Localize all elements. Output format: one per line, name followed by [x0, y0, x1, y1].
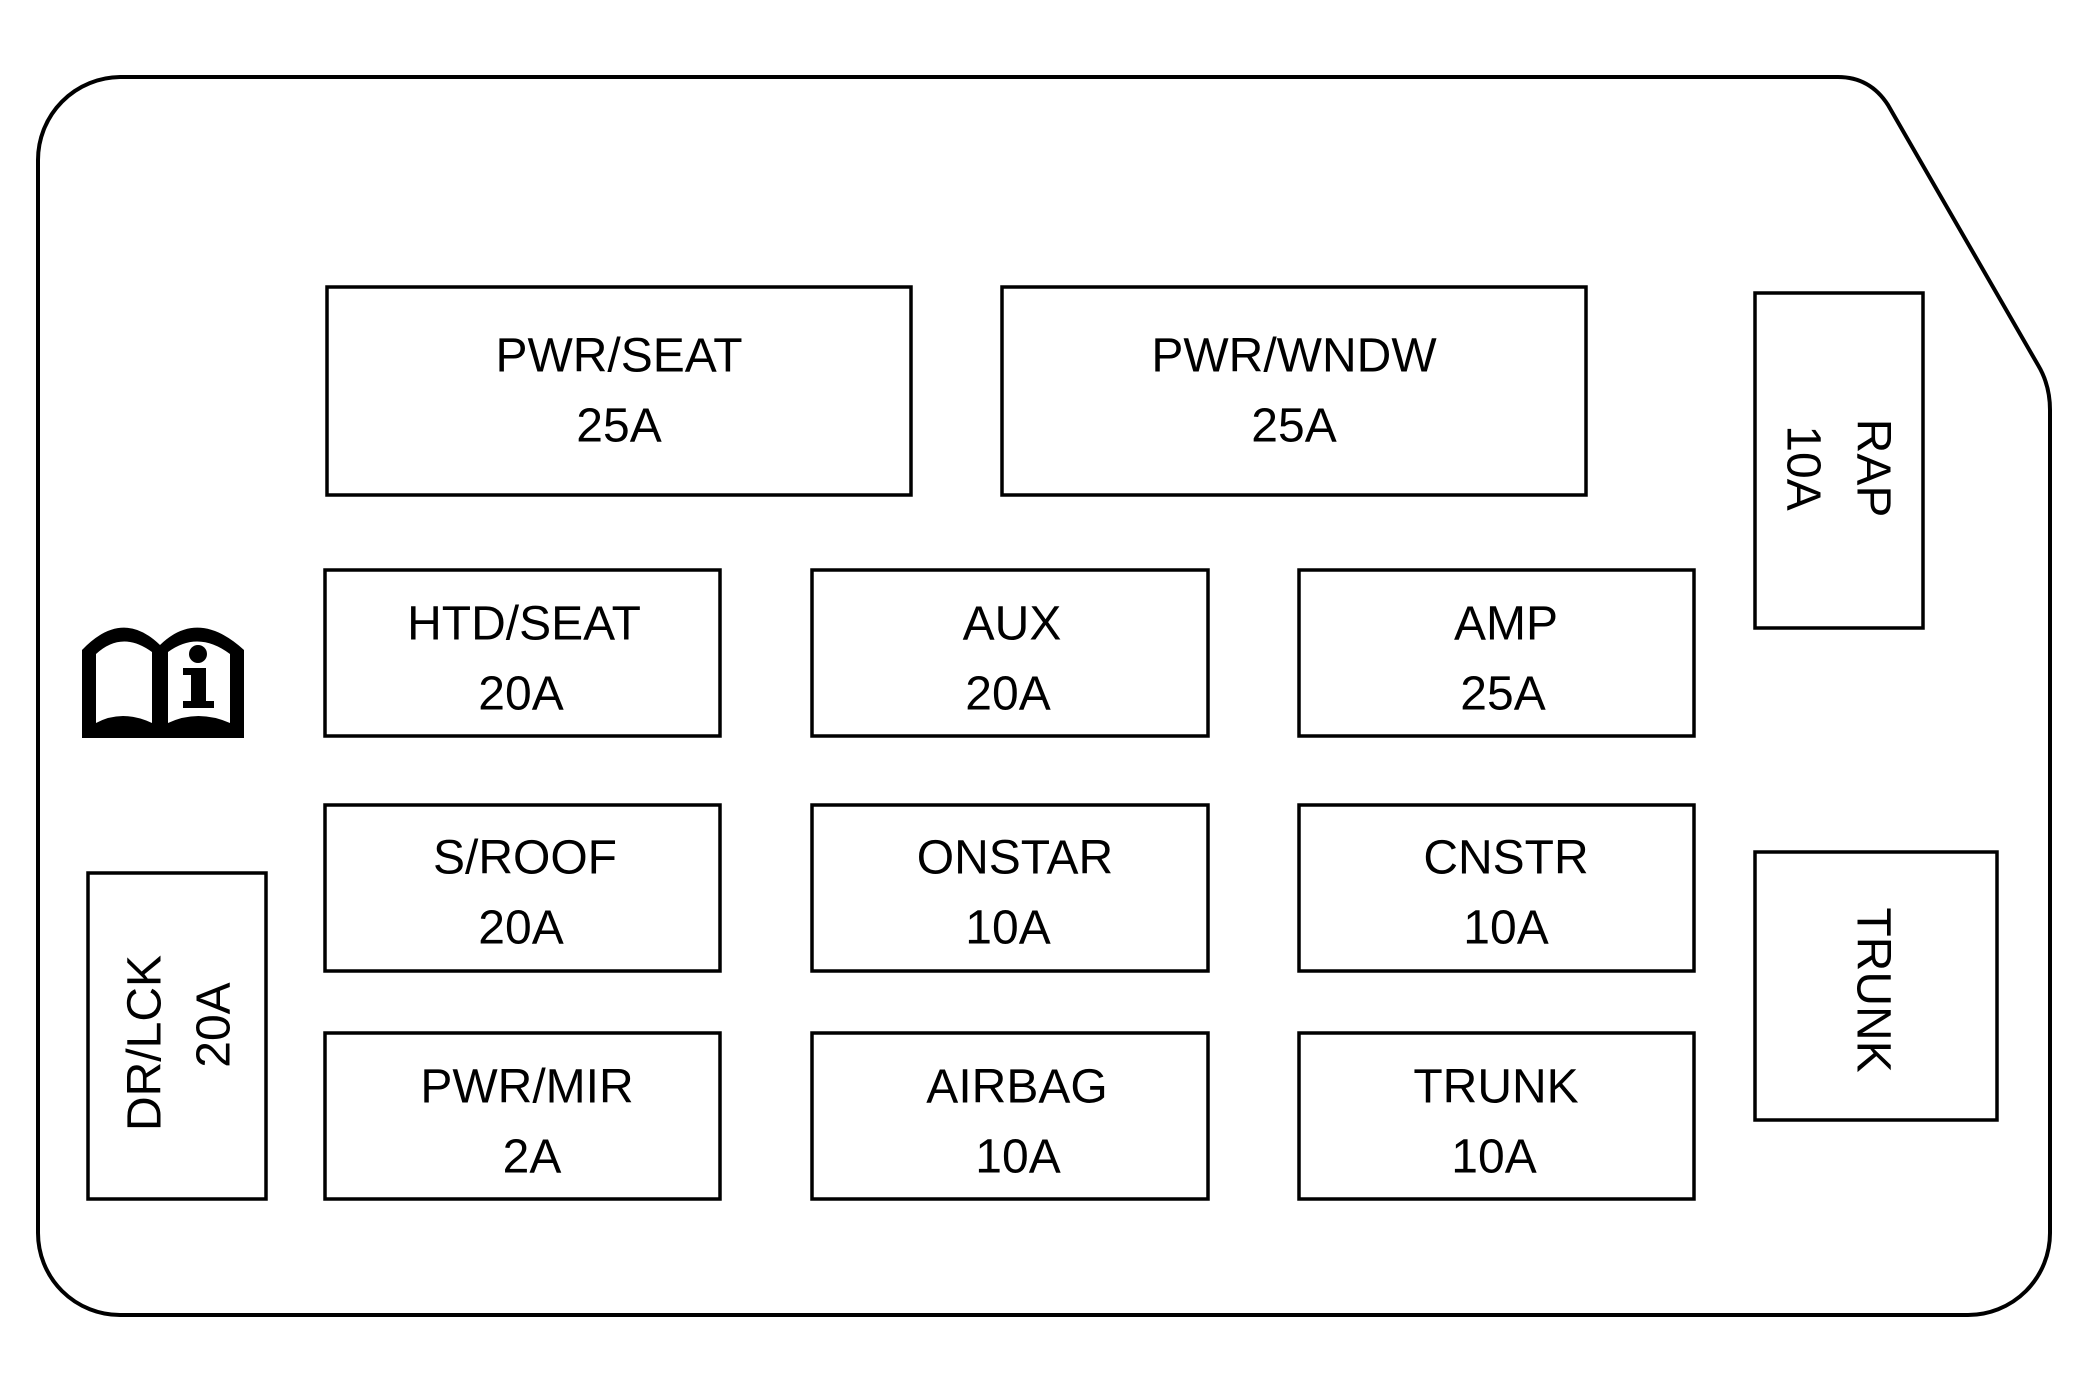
fuse-rating: 25A: [1251, 400, 1336, 453]
fuse-rating: 10A: [975, 1131, 1060, 1184]
fuse-block-outline: [36, 75, 2052, 1317]
fuse-rating: 20A: [188, 982, 241, 1067]
fuse-label: TRUNK: [1413, 1061, 1578, 1114]
fuse-label: PWR/WNDW: [1151, 330, 1437, 383]
relay-label: TRUNK: [1847, 907, 1900, 1072]
fuse-airbag: AIRBAG 10A: [810, 1031, 1210, 1201]
fuse-rating: 10A: [1463, 902, 1548, 955]
fuse-pwr-wndw: PWR/WNDW 25A: [1000, 285, 1588, 497]
fuse-rating: 2A: [503, 1131, 562, 1184]
fuse-s-roof: S/ROOF 20A: [323, 803, 722, 973]
fuse-cnstr: CNSTR 10A: [1297, 803, 1696, 973]
fuse-rating: 10A: [1777, 425, 1830, 510]
fuse-label: DR/LCK: [119, 955, 172, 1131]
relay-trunk: TRUNK: [1753, 850, 1999, 1122]
fuse-rating: 25A: [576, 400, 661, 453]
fuse-label: AUX: [963, 598, 1062, 651]
fuse-aux: AUX 20A: [810, 568, 1210, 738]
fuse-pwr-seat: PWR/SEAT 25A: [325, 285, 913, 497]
fuse-label: HTD/SEAT: [407, 598, 641, 651]
fuse-rating: 20A: [478, 668, 563, 721]
fuse-dr-lck: DR/LCK 20A: [86, 871, 268, 1201]
fuse-rating: 25A: [1460, 668, 1545, 721]
fuse-rating: 10A: [965, 902, 1050, 955]
fuse-rating: 20A: [965, 668, 1050, 721]
fuse-label: PWR/SEAT: [495, 330, 742, 383]
fuse-label: AIRBAG: [926, 1061, 1107, 1114]
fuse-label: AMP: [1454, 598, 1558, 651]
fuse-htd-seat: HTD/SEAT 20A: [323, 568, 722, 738]
fuse-onstar: ONSTAR 10A: [810, 803, 1210, 973]
fuse-label: RAP: [1847, 419, 1900, 518]
fuse-label: ONSTAR: [917, 832, 1113, 885]
owner-manual-info-icon: [82, 627, 244, 738]
fuse-rap: RAP 10A: [1753, 291, 1925, 630]
fuse-rating: 10A: [1451, 1131, 1536, 1184]
fuse-amp: AMP 25A: [1297, 568, 1696, 738]
fuse-label: CNSTR: [1423, 832, 1588, 885]
fuse-pwr-mir: PWR/MIR 2A: [323, 1031, 722, 1201]
fuse-label: PWR/MIR: [420, 1061, 633, 1114]
fuse-rating: 20A: [478, 902, 563, 955]
fuse-label: S/ROOF: [433, 832, 617, 885]
fuse-trunk: TRUNK 10A: [1297, 1031, 1696, 1201]
